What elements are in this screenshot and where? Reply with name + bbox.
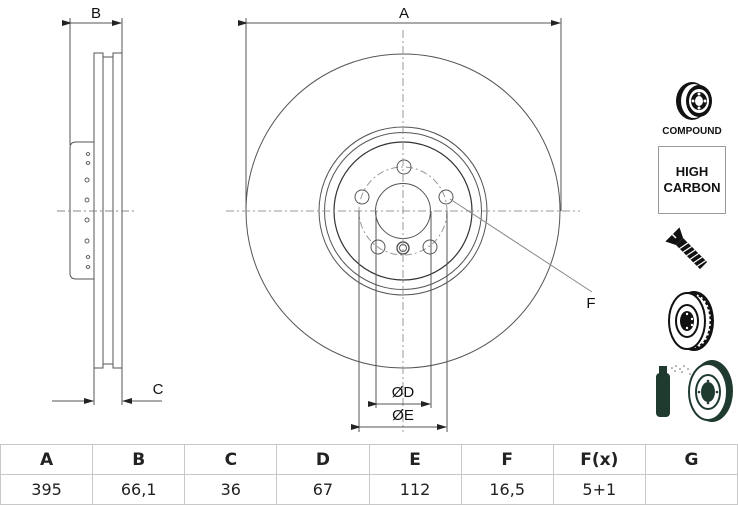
high-carbon-line2: CARBON (663, 180, 721, 195)
screw-icon (665, 227, 708, 270)
dim-c-label: C (153, 381, 164, 398)
spec-header-a: A (0, 444, 94, 475)
spec-value-row: 395 66,1 36 67 112 16,5 5+1 (0, 474, 738, 505)
spec-header-d: D (276, 444, 370, 475)
spec-table: A B C D E F F(x) G 395 66,1 36 67 112 16… (0, 444, 738, 505)
spec-header-f: F (460, 444, 554, 475)
spec-value-fx: 5+1 (552, 474, 646, 505)
side-view (52, 18, 162, 405)
spec-value-b: 66,1 (92, 474, 186, 505)
spec-value-g (644, 474, 738, 505)
spec-header-e: E (368, 444, 462, 475)
high-carbon-badge: HIGH CARBON (658, 146, 726, 214)
spec-header-g: G (644, 444, 738, 475)
spec-value-f: 16,5 (460, 474, 554, 505)
dim-d-label: ØD (392, 384, 415, 401)
dim-b-label: B (91, 5, 101, 22)
compound-label: COMPOUND (662, 126, 722, 137)
dim-e-label: ØE (392, 407, 414, 424)
vented-disc-icon (668, 291, 714, 351)
compound-disc-icon (676, 82, 712, 120)
spec-value-c: 36 (184, 474, 278, 505)
spec-value-e: 112 (368, 474, 462, 505)
high-carbon-line1: HIGH (675, 164, 709, 179)
spec-header-b: B (92, 444, 186, 475)
spec-header-fx: F(x) (552, 444, 646, 475)
spec-value-d: 67 (276, 474, 370, 505)
dim-a-label: A (399, 5, 409, 22)
brake-disc-technical-drawing: B C A ØD (52, 5, 733, 432)
front-view (226, 18, 593, 432)
spec-header-row: A B C D E F F(x) G (0, 444, 738, 475)
spray-coated-disc-icon (656, 360, 733, 422)
spec-value-a: 395 (0, 474, 94, 505)
spec-header-c: C (184, 444, 278, 475)
leader-f-label: F (586, 295, 595, 312)
